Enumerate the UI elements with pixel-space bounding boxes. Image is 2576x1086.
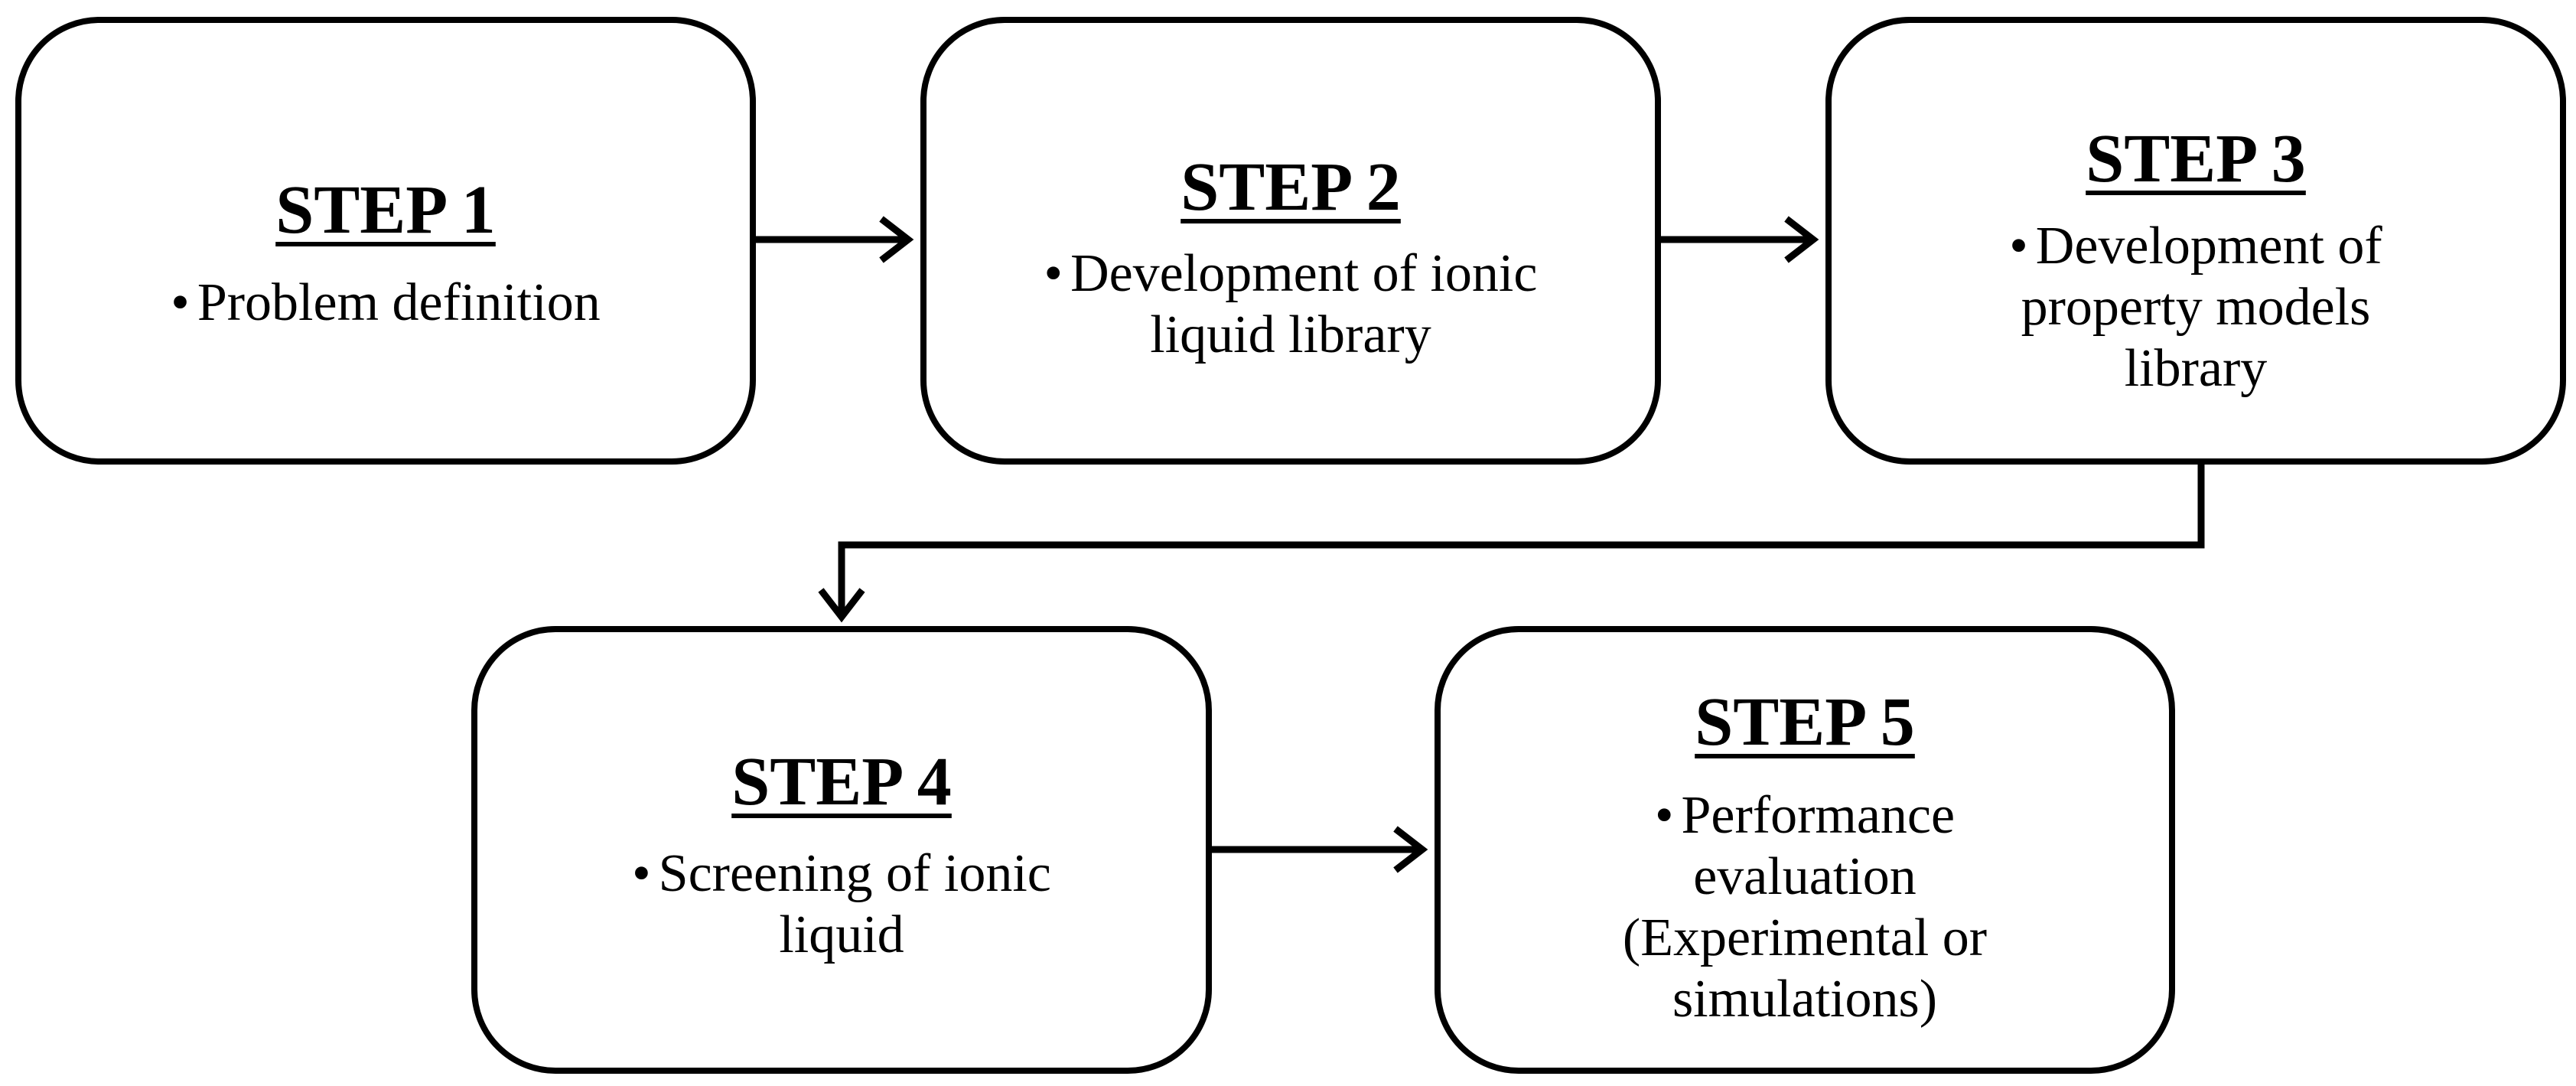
step-2-description: •Development of ionic liquid library: [949, 243, 1632, 366]
step-3-line-1: •Development of: [2009, 217, 2382, 276]
arrow-step4-to-step5: [1212, 826, 1428, 873]
step-5-line-2: evaluation: [1693, 847, 1917, 906]
arrow-step3-to-step4: [818, 465, 2205, 623]
step-1-line-1: •Problem definition: [171, 273, 601, 332]
step-4-line-1: •Screening of ionic: [632, 844, 1051, 903]
step-5-description: •Performance evaluation (Experimental or…: [1464, 785, 2146, 1030]
bullet-icon: •: [1654, 786, 1674, 845]
step-5-box: STEP 5 •Performance evaluation (Experime…: [1435, 626, 2175, 1074]
bullet-icon: •: [2009, 217, 2028, 276]
step-5-title: STEP 5: [1695, 684, 1915, 760]
step-2-title: STEP 2: [1181, 149, 1401, 225]
step-4-box: STEP 4 •Screening of ionic liquid: [471, 626, 1212, 1074]
step-4-line-2: liquid: [779, 905, 904, 964]
step-4-description: •Screening of ionic liquid: [500, 843, 1183, 966]
step-1-box: STEP 1 •Problem definition: [15, 17, 756, 465]
step-1-title: STEP 1: [275, 172, 496, 248]
step-3-title: STEP 3: [2086, 121, 2306, 197]
bullet-icon: •: [1044, 244, 1063, 303]
arrow-step2-to-step3: [1661, 216, 1819, 263]
step-2-box: STEP 2 •Development of ionic liquid libr…: [920, 17, 1661, 465]
bullet-icon: •: [171, 273, 190, 332]
step-3-description: •Development of property models library: [1855, 216, 2537, 400]
step-5-line-4: simulations): [1672, 970, 1938, 1029]
step-3-line-3: library: [2124, 339, 2268, 398]
arrow-step1-to-step2: [756, 216, 914, 263]
step-5-line-1: •Performance: [1654, 786, 1956, 845]
step-2-line-2: liquid library: [1150, 305, 1431, 364]
step-5-line-3: (Experimental or: [1622, 908, 1988, 967]
bullet-icon: •: [632, 844, 651, 903]
step-4-title: STEP 4: [731, 744, 952, 820]
step-3-line-2: property models: [2021, 278, 2371, 337]
step-3-box: STEP 3 •Development of property models l…: [1825, 17, 2566, 465]
step-2-line-1: •Development of ionic: [1044, 244, 1538, 303]
step-1-description: •Problem definition: [44, 272, 727, 334]
